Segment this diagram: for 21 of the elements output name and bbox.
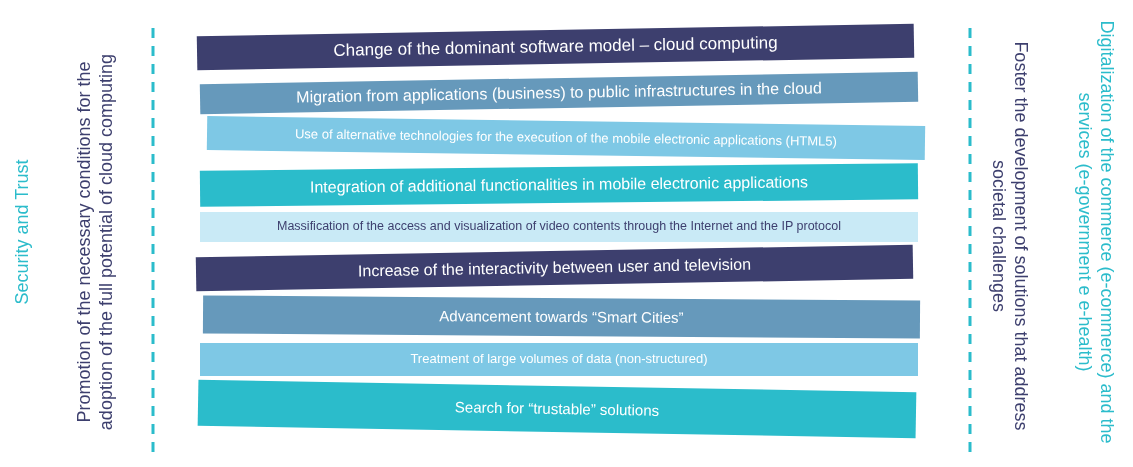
band-text: Integration of additional functionalities in mobile electronic applications [309, 172, 809, 198]
banner-band [200, 343, 918, 376]
banner-band [199, 71, 919, 115]
banner-band [196, 23, 915, 71]
banner-band [202, 295, 921, 339]
band-text: Search for “trustable” solutions [454, 397, 660, 421]
band-text: Use of alternative technologies for the execution of the mobile electronic applications (HTML5) [294, 126, 838, 150]
side-text: Promotion of the necessary conditions for the adoption of the full potential of cloud computing [72, 52, 117, 432]
band-text: Advancement towards “Smart Cities” [439, 306, 684, 328]
banner-band [200, 212, 918, 242]
band-text: Massification of the access and visualization of video contents through the Internet and the IP protocol [277, 219, 841, 235]
banner-band [199, 163, 919, 207]
band-text: Increase of the interactivity between user and television [357, 254, 752, 282]
banner-band [195, 244, 914, 292]
side-heading: Security and Trust [10, 158, 33, 307]
band-text: Treatment of large volumes of data (non-structured) [410, 351, 708, 368]
side-heading: Digitalization of the commerce (e-commerce) and the services (e-government e e-health) [1074, 19, 1119, 446]
band-text: Migration from applications (business) to public infrastructures in the cloud [296, 78, 822, 108]
band-text: Change of the dominant software model – cloud computing [333, 32, 778, 62]
banner-band [197, 379, 917, 439]
side-text: Foster the development of solutions that address societal challenges [988, 40, 1033, 433]
